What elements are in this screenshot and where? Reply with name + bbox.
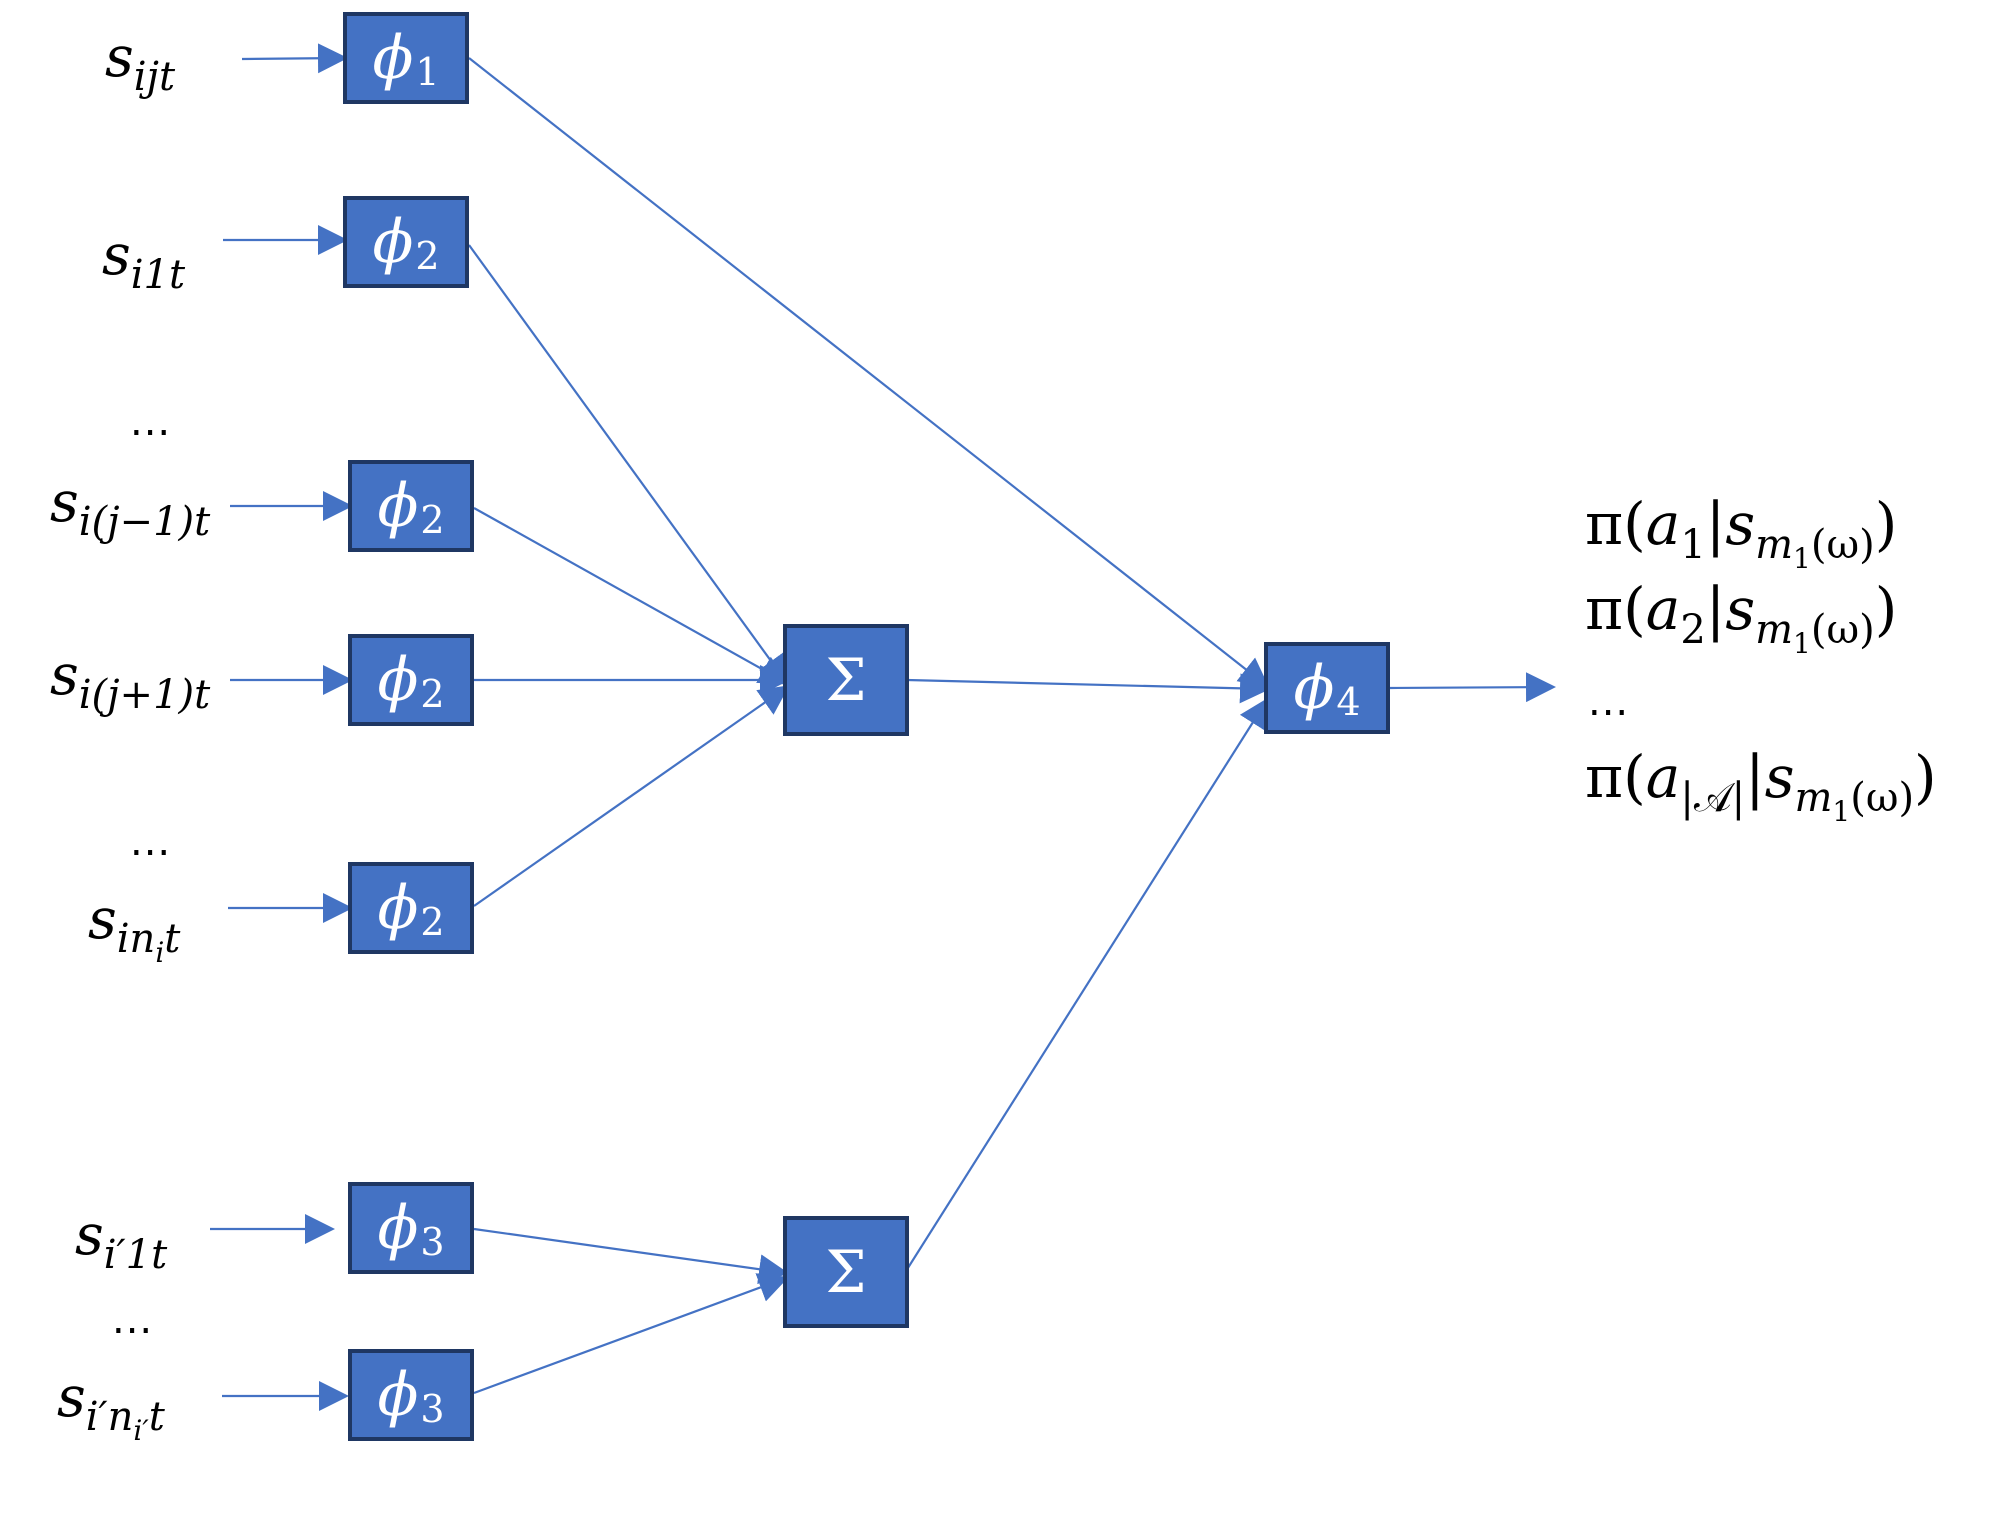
edge-sum1-phi4 <box>906 673 1270 704</box>
input-label-s-iprime-n-t: si′ni′t <box>57 1365 165 1447</box>
input-ellipsis-lower: ... <box>112 1297 154 1343</box>
sum-box-1: Σ <box>783 624 909 736</box>
edge-phi2a-sum1 <box>468 244 789 686</box>
input-ellipsis-middle: ... <box>130 819 172 865</box>
input-label-s-iprime1t: si′1t <box>75 1203 168 1278</box>
edge-phi3a-sum2 <box>473 1227 789 1285</box>
output-ellipsis: ... <box>1588 679 1630 725</box>
input-label-s-in-i-t: sinit <box>88 887 181 969</box>
input-label-s-i-jminus1-t: si(j−1)t <box>50 470 211 545</box>
edge-phi2b-sum1 <box>473 507 790 685</box>
input-label-s-ijt: sijt <box>105 25 176 100</box>
input-arrow-1 <box>241 43 348 74</box>
input-ellipsis-upper: ... <box>130 399 172 445</box>
output-policy-a1: π(a1|sm1(ω)) <box>1585 490 1898 575</box>
output-arrow <box>1389 672 1556 703</box>
output-policy-a-last: π(a|𝒜||sm1(ω)) <box>1585 743 1937 828</box>
input-label-s-i-jplus1-t: si(j+1)t <box>50 643 211 718</box>
edge-phi1-phi4 <box>468 57 1270 688</box>
edge-phi2d-sum1 <box>473 685 790 907</box>
output-policy-a2: π(a2|sm1(ω)) <box>1585 575 1898 660</box>
edge-sum2-phi4 <box>905 697 1269 1272</box>
edge-phi3b-sum2 <box>473 1273 789 1395</box>
input-label-s-i1t: si1t <box>102 223 186 298</box>
sum-box-2: Σ <box>783 1216 909 1328</box>
